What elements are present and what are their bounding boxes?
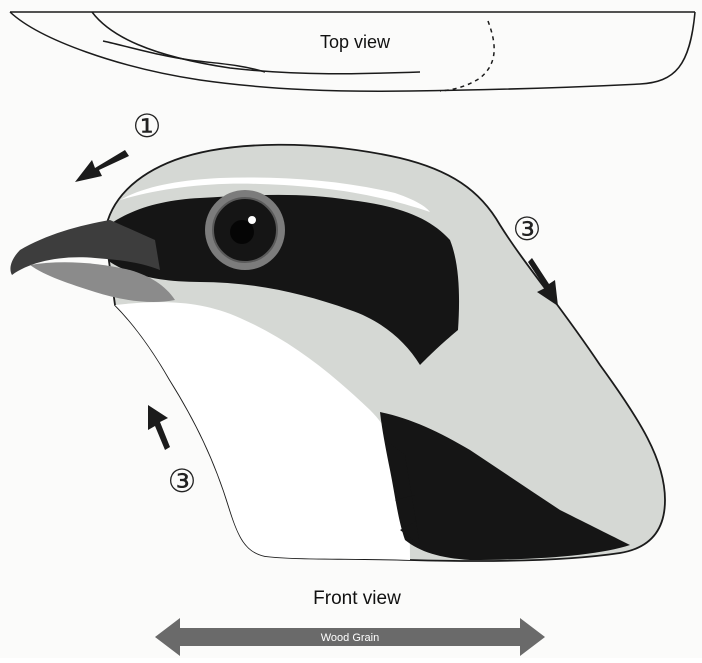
eye-highlight (248, 216, 256, 224)
marker-nape-label: ③ (513, 210, 542, 248)
arrow-throat-icon (148, 405, 170, 450)
marker-forehead-label: ① (133, 107, 162, 145)
wood-grain-label: Wood Grain (321, 632, 380, 644)
bird-head (10, 145, 665, 561)
wood-grain-arrow: Wood Grain (155, 618, 545, 656)
top-view-wing-line (103, 41, 265, 72)
front-view-label: Front view (313, 588, 401, 609)
marker-forehead: ① (75, 107, 161, 182)
marker-throat: ③ (148, 405, 196, 500)
arrow-forehead-icon (75, 150, 129, 182)
marker-throat-label: ③ (168, 462, 197, 500)
top-view-label: Top view (320, 32, 391, 52)
top-view-dashed-line (440, 21, 494, 91)
